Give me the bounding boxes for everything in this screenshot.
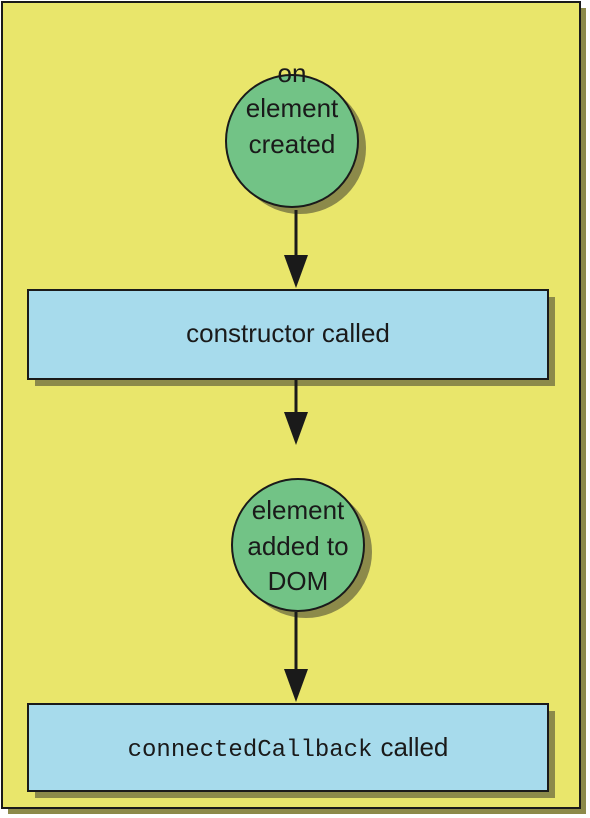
node-box <box>27 289 549 380</box>
arrow-created-to-constructor <box>284 210 308 288</box>
node-box <box>27 703 549 792</box>
node-label-line: element <box>246 93 339 123</box>
arrow-head <box>284 669 308 702</box>
code-label: connectedCallback <box>128 737 373 764</box>
arrow-head <box>284 255 308 288</box>
node-label-line: element <box>252 495 345 525</box>
node-constructor-called: constructor called <box>27 289 555 386</box>
node-label: connectedCallback called <box>128 732 449 764</box>
node-connected-callback: connectedCallback called <box>27 703 555 798</box>
node-label-suffix: called <box>380 732 448 762</box>
node-label: constructor called <box>186 318 390 348</box>
node-label-line: DOM <box>268 566 329 596</box>
node-element-created: on element created <box>225 58 366 214</box>
node-label-line: added to <box>247 531 348 561</box>
arrow-constructor-to-added <box>284 380 308 445</box>
node-circle <box>231 478 365 612</box>
node-element-added: element added to DOM <box>231 478 372 618</box>
node-label-line: on <box>278 58 307 88</box>
node-label-line: created <box>249 129 336 159</box>
node-circle <box>225 74 359 208</box>
arrow-head <box>284 412 308 445</box>
arrow-added-to-connected <box>284 612 308 702</box>
